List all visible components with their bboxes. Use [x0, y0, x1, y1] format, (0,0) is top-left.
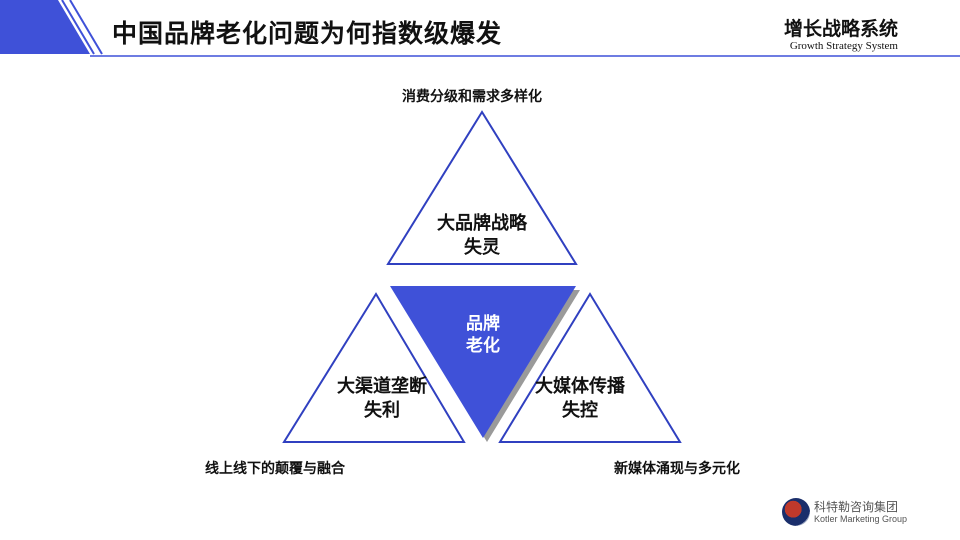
inner-label-top: 大品牌战略 失灵: [422, 212, 542, 260]
header-band: [0, 0, 960, 60]
inner-label-top-line2: 失灵: [464, 237, 500, 258]
logo-name-cn: 科特勒咨询集团: [814, 500, 899, 514]
company-logo: 科特勒咨询集团 Kotler Marketing Group: [782, 496, 942, 530]
header-stripe-1: [61, 0, 95, 55]
page-title: 中国品牌老化问题为何指数级爆发: [112, 19, 503, 48]
logo-badge-icon: [782, 498, 810, 526]
inner-label-left: 大渠道垄断 失利: [322, 375, 442, 423]
inner-label-right-line1: 大媒体传播: [535, 376, 625, 397]
system-subtitle: Growth Strategy System: [789, 40, 898, 52]
header-stripe-2: [69, 0, 103, 55]
header-accent-block: [0, 0, 90, 54]
outer-label-bottom-right: 新媒体涌现与多元化: [614, 461, 740, 477]
inner-label-right-line2: 失控: [562, 400, 598, 421]
logo-name-en: Kotler Marketing Group: [814, 514, 908, 524]
outer-label-bottom-left: 线上线下的颠覆与融合: [205, 461, 345, 477]
center-label-line2: 老化: [466, 336, 500, 356]
outer-label-top: 消费分级和需求多样化: [402, 89, 542, 105]
right-triangle: [498, 292, 682, 443]
header-decoration: [0, 0, 960, 57]
inner-label-left-line2: 失利: [364, 400, 400, 421]
center-triangle: [390, 286, 576, 438]
inner-label-top-line1: 大品牌战略: [437, 213, 527, 234]
top-triangle: [386, 110, 578, 265]
center-label: 品牌 老化: [433, 313, 533, 357]
system-title: 增长战略系统: [783, 18, 898, 40]
inner-label-right: 大媒体传播 失控: [520, 375, 640, 423]
left-triangle: [282, 292, 466, 443]
center-label-line1: 品牌: [466, 314, 500, 334]
inner-label-left-line1: 大渠道垄断: [337, 376, 427, 397]
